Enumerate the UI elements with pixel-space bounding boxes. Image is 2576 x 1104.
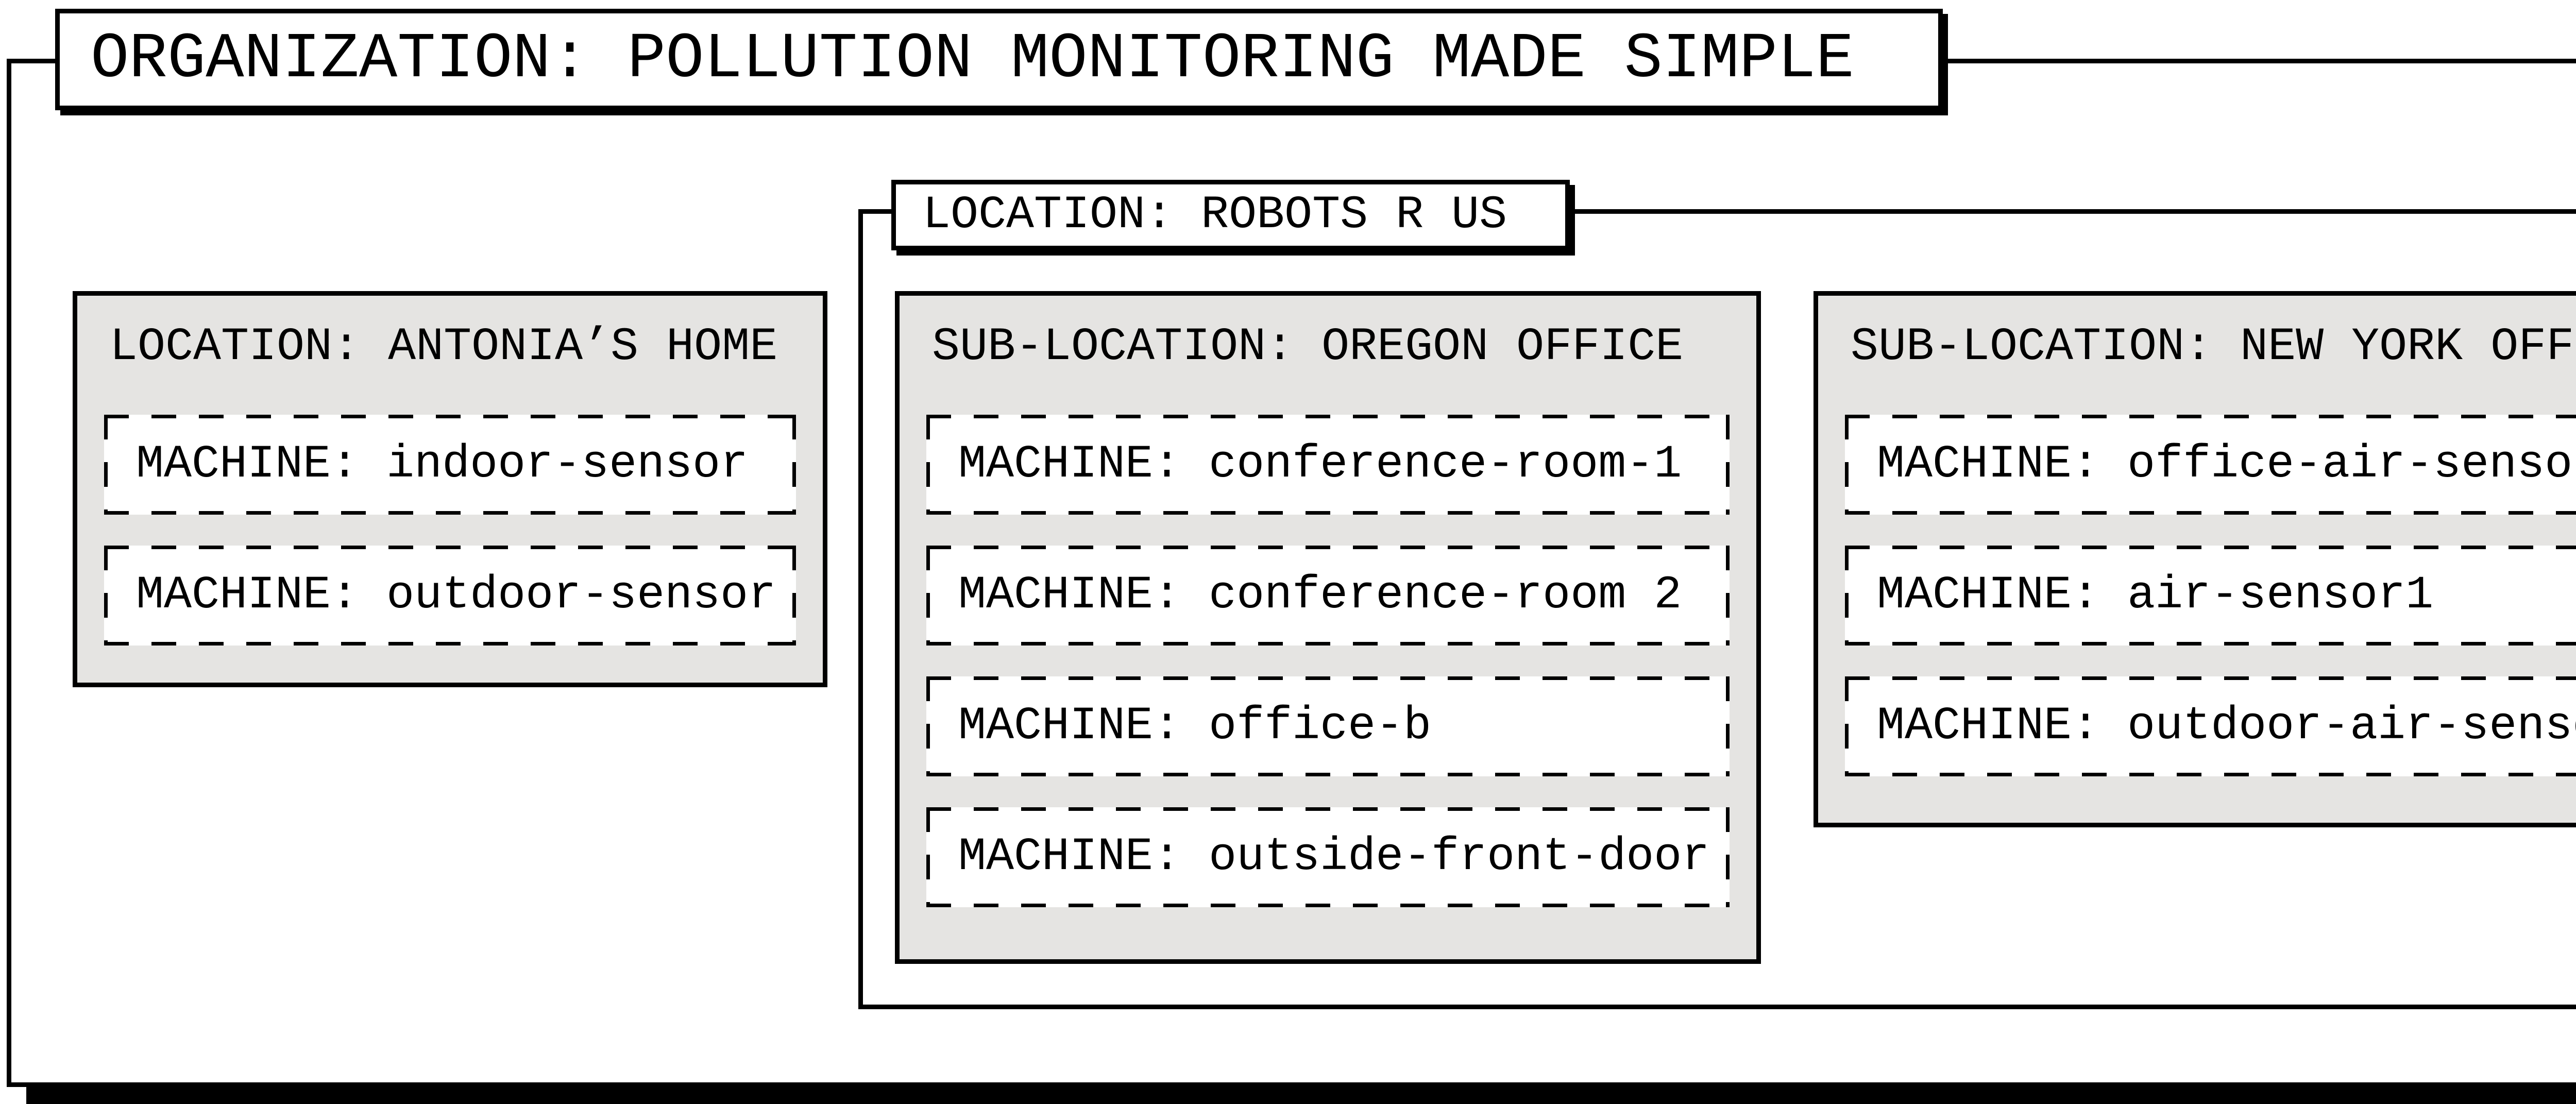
- machine-box-office-b: MACHINE: office-b: [926, 676, 1730, 776]
- sub-location-new-york-office-label: SUB-LOCATION: NEW YORK OFFICE: [1851, 321, 2576, 373]
- machine-box-indoor-sensor: MACHINE: indoor-sensor: [104, 415, 796, 515]
- machine-label: MACHINE: outside-front-door: [958, 831, 1710, 884]
- machine-box-air-sensor1: MACHINE: air-sensor1: [1845, 546, 2576, 646]
- machine-label: MACHINE: outdoor-air-sensor: [1877, 700, 2576, 753]
- organization-title: ORGANIZATION: POLLUTION MONITORING MADE …: [55, 9, 1943, 110]
- machine-label: MACHINE: indoor-sensor: [136, 438, 749, 491]
- machine-label: MACHINE: conference-room 2: [958, 569, 1682, 622]
- machine-label: MACHINE: outdoor-sensor: [136, 569, 776, 622]
- machine-box-office-air-sensor: MACHINE: office-air-sensor: [1845, 415, 2576, 515]
- location-robots-r-us-label: LOCATION: ROBOTS R US: [891, 180, 1570, 250]
- location-antonias-home-label: LOCATION: ANTONIA’S HOME: [110, 321, 778, 373]
- sub-location-oregon-office-box: SUB-LOCATION: OREGON OFFICE MACHINE: con…: [895, 291, 1761, 964]
- sub-location-oregon-office-label: SUB-LOCATION: OREGON OFFICE: [932, 321, 1684, 373]
- machine-label: MACHINE: office-air-sensor: [1877, 438, 2576, 491]
- machine-box-outdoor-air-sensor: MACHINE: outdoor-air-sensor: [1845, 676, 2576, 776]
- sub-location-new-york-office-box: SUB-LOCATION: NEW YORK OFFICE MACHINE: o…: [1814, 291, 2576, 827]
- machine-box-outside-front-door: MACHINE: outside-front-door: [926, 807, 1730, 907]
- machine-label: MACHINE: air-sensor1: [1877, 569, 2434, 622]
- machine-label: MACHINE: conference-room-1: [958, 438, 1682, 491]
- machine-label: MACHINE: office-b: [958, 700, 1432, 753]
- machine-box-outdoor-sensor: MACHINE: outdoor-sensor: [104, 546, 796, 646]
- location-antonias-home-box: LOCATION: ANTONIA’S HOME MACHINE: indoor…: [73, 291, 827, 687]
- machine-box-conference-room-1: MACHINE: conference-room-1: [926, 415, 1730, 515]
- machine-box-conference-room-2: MACHINE: conference-room 2: [926, 546, 1730, 646]
